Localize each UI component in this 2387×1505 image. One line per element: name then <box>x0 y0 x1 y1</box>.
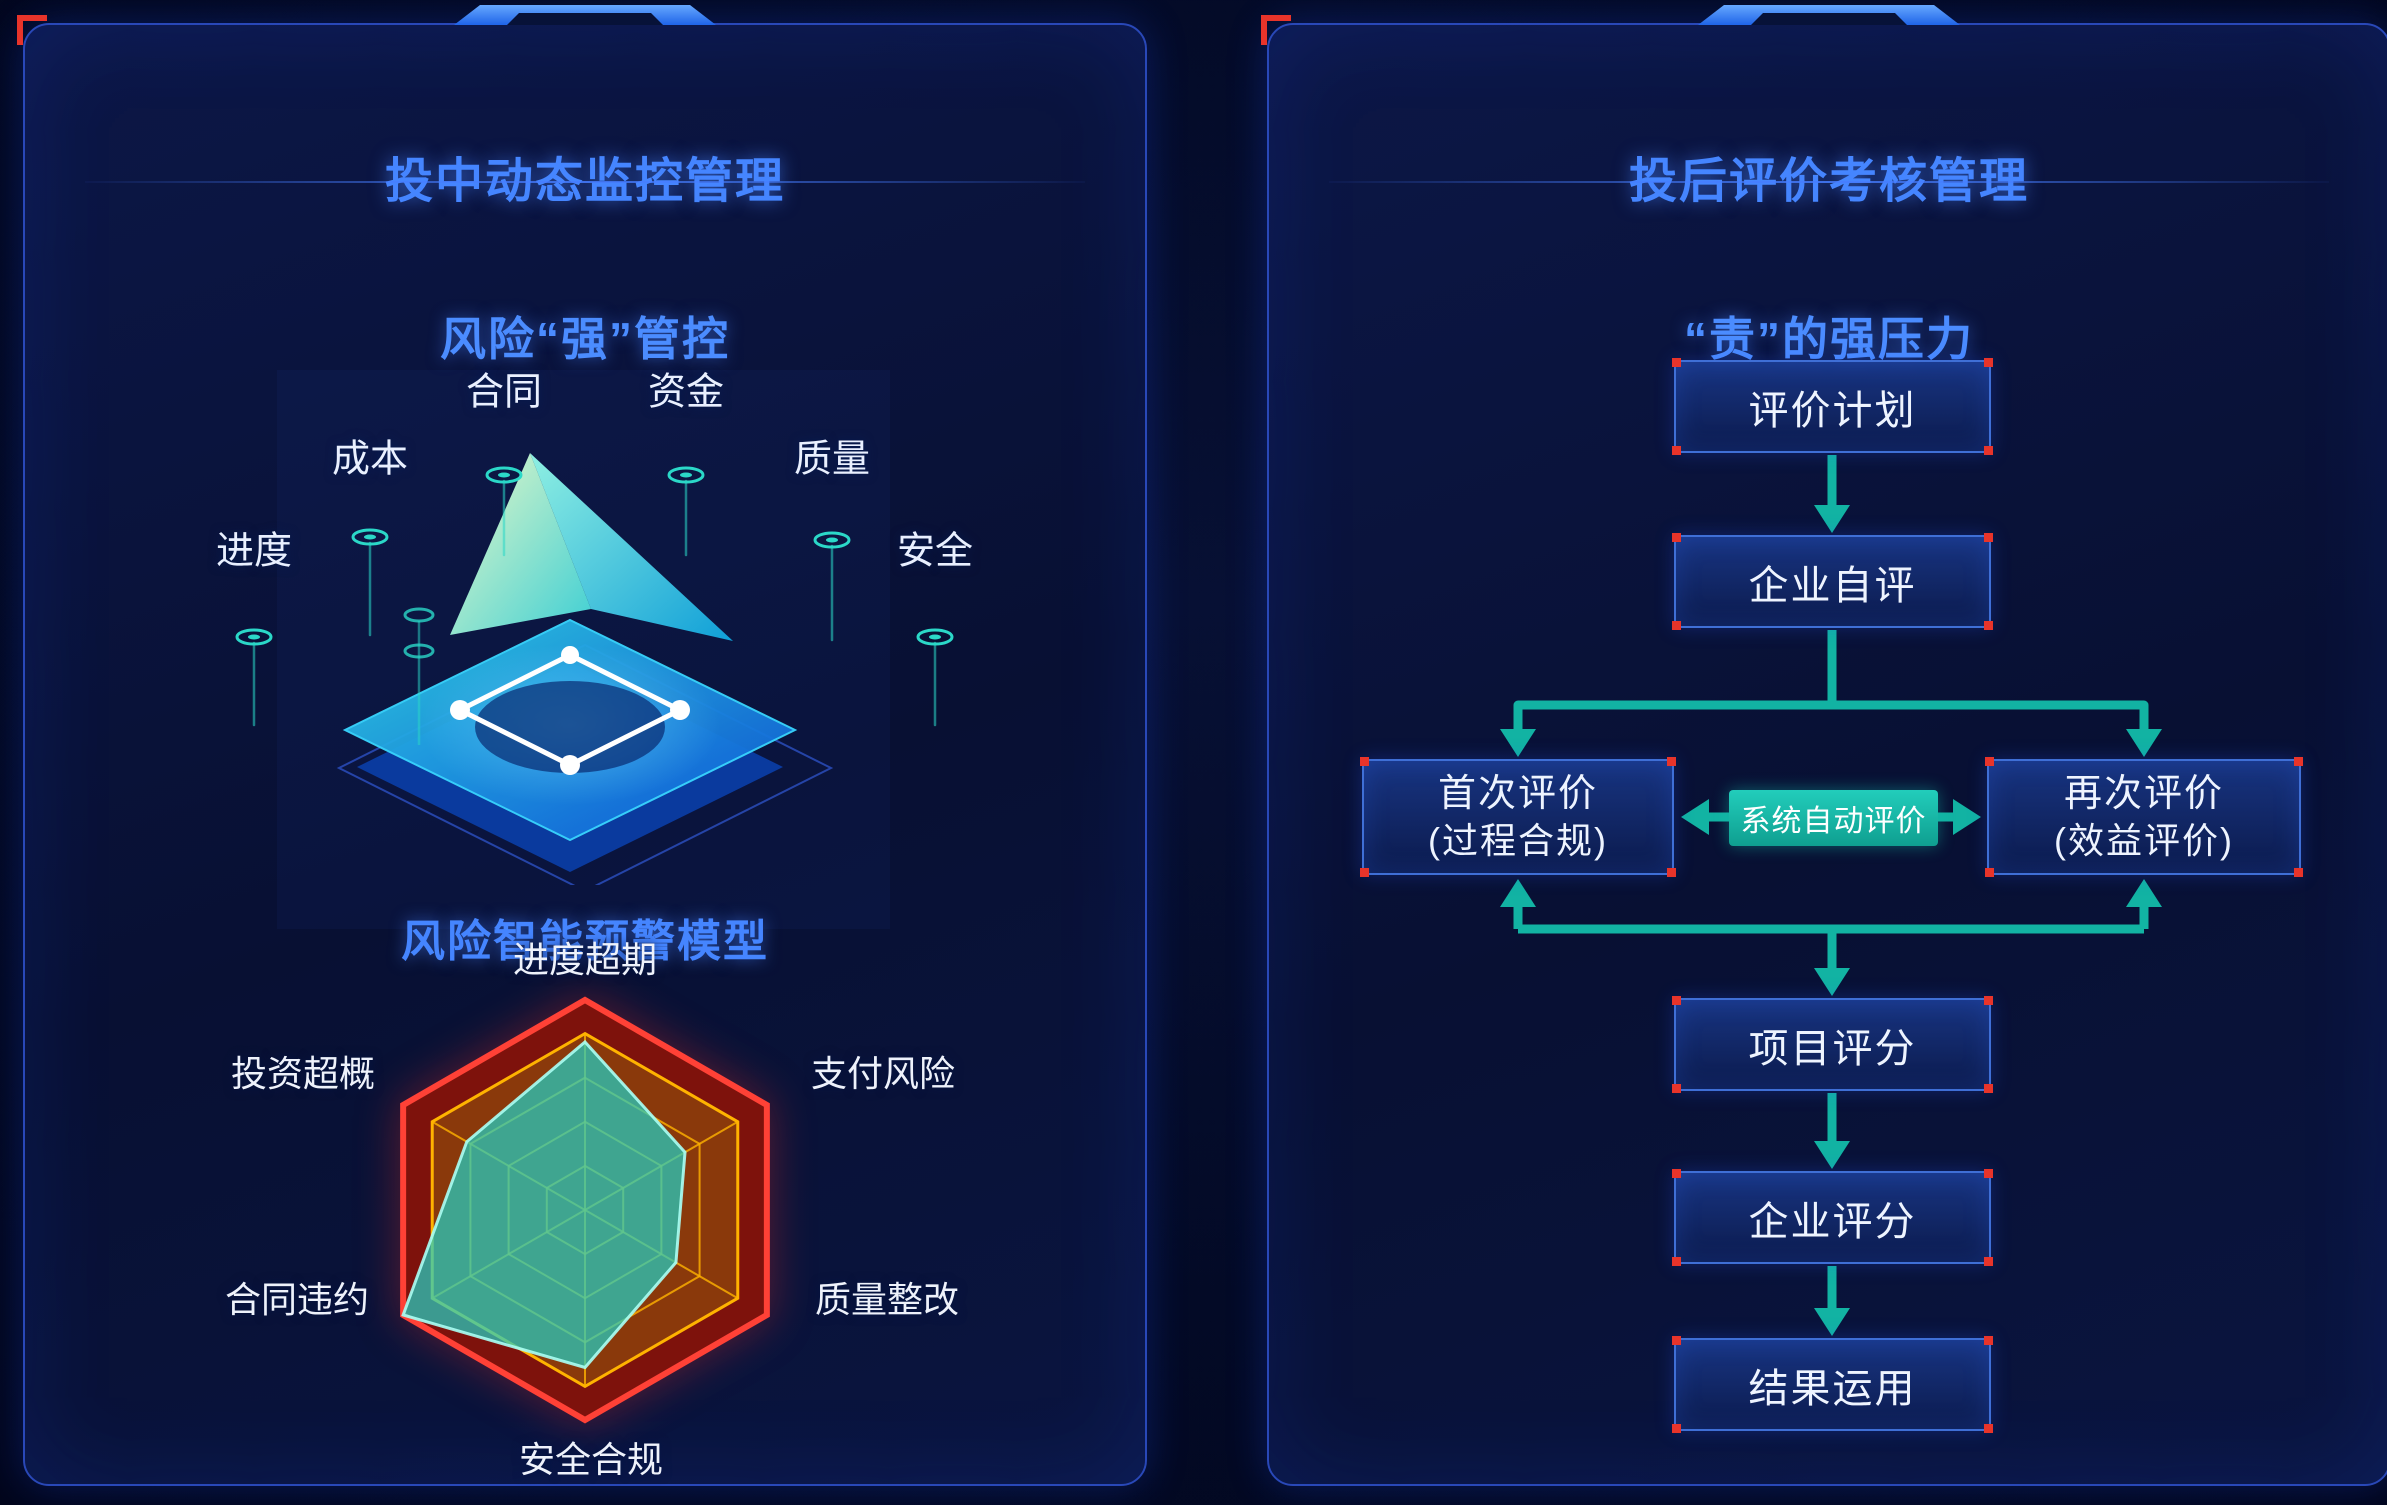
red-corner-dot-icon <box>1985 868 1994 877</box>
section-subtitle: 风险“强”管控 <box>440 313 730 366</box>
panel-monitoring: 投中动态监控管理 风险“强”管控 <box>17 23 1147 1486</box>
red-corner-dot-icon <box>1667 757 1676 766</box>
flow-step-enterprise-self-evaluation: 企业自评 <box>1672 533 1993 630</box>
page-title: 投中动态监控管理 <box>384 155 785 209</box>
flow-branch-re-evaluation: 再次评价 (效益评价) <box>1985 757 2303 877</box>
panel-evaluation: 投后评价考核管理 “责”的强压力 <box>1261 23 2387 1486</box>
flow-auto-evaluation-badge: 系统自动评价 <box>1729 790 1938 846</box>
red-corner-dot-icon <box>1672 1336 1681 1345</box>
red-corner-dot-icon <box>1984 621 1993 630</box>
flow-step-project-score: 项目评分 <box>1672 996 1993 1093</box>
red-corner-dot-icon <box>1672 1424 1681 1433</box>
red-corner-dot-icon <box>1984 1084 1993 1093</box>
flow-step-label: 企业评分 <box>1748 1199 1917 1244</box>
title-divider <box>1329 181 2329 183</box>
scene-label-safety: 安全 <box>896 530 974 573</box>
page-title: 投后评价考核管理 <box>1628 155 2029 209</box>
red-corner-dot-icon <box>1672 358 1681 367</box>
panel-top-notch-inner <box>507 13 663 25</box>
risk-control-illustration <box>235 453 954 885</box>
flow-step-label: 评价计划 <box>1748 388 1917 433</box>
scene-label-progress: 进度 <box>215 530 293 573</box>
red-corner-dot-icon <box>1984 533 1993 542</box>
red-corner-bracket-icon <box>1261 15 1291 45</box>
red-corner-dot-icon <box>1672 621 1681 630</box>
radar-label-investment-overrun: 投资超概 <box>230 1053 376 1094</box>
red-corner-dot-icon <box>1984 1336 1993 1345</box>
flow-step-label: 再次评价 <box>2063 772 2224 815</box>
red-corner-dot-icon <box>2294 868 2303 877</box>
red-corner-dot-icon <box>1984 1424 1993 1433</box>
red-corner-dot-icon <box>1672 1169 1681 1178</box>
flow-step-label: 项目评分 <box>1748 1026 1917 1071</box>
flow-step-label: 首次评价 <box>1437 772 1598 815</box>
scene-label-cost: 成本 <box>331 438 409 481</box>
red-corner-dot-icon <box>1984 996 1993 1005</box>
flow-step-evaluation-plan: 评价计划 <box>1672 358 1993 455</box>
red-corner-dot-icon <box>1672 533 1681 542</box>
flow-step-sublabel: (过程合规) <box>1428 820 1608 862</box>
red-corner-dot-icon <box>1667 868 1676 877</box>
radar-label-progress-overdue: 进度超期 <box>512 939 658 980</box>
flow-branch-first-evaluation: 首次评价 (过程合规) <box>1360 757 1676 877</box>
red-corner-dot-icon <box>2294 757 2303 766</box>
red-corner-dot-icon <box>1984 1169 1993 1178</box>
flow-step-label: 企业自评 <box>1748 563 1917 608</box>
pin-marker-icons <box>235 466 954 727</box>
radar-label-contract-breach: 合同违约 <box>224 1279 370 1320</box>
radar-model-title: 风险智能预警模型 <box>401 917 769 966</box>
panel-top-notch <box>1698 5 1960 25</box>
scene-label-contract: 合同 <box>465 371 543 414</box>
title-divider <box>85 181 1085 183</box>
panel-top-notch-inner <box>1751 13 1907 25</box>
flow-connectors <box>1500 455 2162 1336</box>
radar-chart <box>295 930 875 1500</box>
radar-label-safety-compliance: 安全合规 <box>518 1439 664 1480</box>
red-corner-bracket-icon <box>17 15 47 45</box>
flow-step-sublabel: (效益评价) <box>2054 820 2234 862</box>
radar-label-payment-risk: 支付风险 <box>810 1053 956 1094</box>
red-corner-dot-icon <box>1672 446 1681 455</box>
red-corner-dot-icon <box>1984 358 1993 367</box>
flow-step-result-application: 结果运用 <box>1672 1336 1993 1433</box>
paper-plane-icon <box>450 453 733 641</box>
stacked-rings-icon <box>403 607 435 745</box>
red-corner-dot-icon <box>1984 1257 1993 1266</box>
red-corner-dot-icon <box>1360 757 1369 766</box>
radar-label-quality-rectification: 质量整改 <box>814 1279 960 1320</box>
red-corner-dot-icon <box>1672 1084 1681 1093</box>
red-corner-dot-icon <box>1360 868 1369 877</box>
panel-top-notch <box>454 5 716 25</box>
red-corner-dot-icon <box>1985 757 1994 766</box>
red-corner-dot-icon <box>1984 446 1993 455</box>
red-corner-dot-icon <box>1672 996 1681 1005</box>
section-subtitle: “责”的强压力 <box>1684 313 1974 366</box>
scene-label-quality: 质量 <box>793 438 871 481</box>
red-corner-dot-icon <box>1672 1257 1681 1266</box>
flow-step-enterprise-score: 企业评分 <box>1672 1169 1993 1266</box>
scene-label-funds: 资金 <box>647 371 725 414</box>
flow-step-label: 结果运用 <box>1748 1366 1917 1411</box>
flow-step-label: 系统自动评价 <box>1740 805 1927 838</box>
